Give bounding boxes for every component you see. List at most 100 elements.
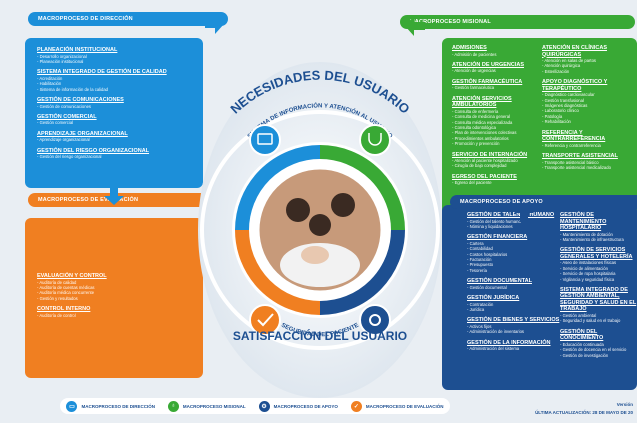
evaluacion-list: EVALUACIÓN Y CONTROLAuditoría de calidad… xyxy=(37,268,197,318)
section-title: ATENCIÓN EN CLÍNICAS QUIRÚRGICAS xyxy=(542,45,607,58)
section-title: CONTROL INTERNO xyxy=(37,306,91,313)
satisfaccion-title: SATISFACCIÓN DEL USUARIO xyxy=(233,328,407,343)
section-title: GESTIÓN DOCUMENTAL xyxy=(467,278,532,285)
section-title: APOYO DIAGNÓSTICO Y TERAPÉUTICO xyxy=(542,79,608,92)
legend-item: ♁MACROPROCESO MISIONAL xyxy=(167,400,246,412)
list-item: Admisión de pacientes xyxy=(452,52,542,57)
list-item: Gestión del riesgo organizacional xyxy=(37,154,197,159)
list-item: Gestión de docencia en el servicio xyxy=(560,347,637,352)
list-item: Administración de inventarios xyxy=(467,329,562,334)
list-item: Diagnóstico cardiovascular xyxy=(542,92,634,97)
misional-panel: ADMISIONESAdmisión de pacientesATENCIÓN … xyxy=(442,38,637,221)
list-item: Administración del sistema xyxy=(467,346,562,351)
legend-bar: ▭MACROPROCESO DE DIRECCIÓN♁MACROPROCESO … xyxy=(60,398,450,414)
list-item: Transporte asistencial medicalizado xyxy=(542,165,634,170)
list-item: Habilitación xyxy=(37,81,197,86)
check-icon xyxy=(249,304,281,336)
list-item: Consulta de medicina general xyxy=(452,114,542,119)
list-item: Consulta odontológica xyxy=(452,125,542,130)
list-item: Cirugía de bajo complejidad xyxy=(452,163,542,168)
outer-ring xyxy=(200,110,440,350)
direccion-list: PLANEACIÓN INSTITUCIONALDesarrollo organ… xyxy=(37,42,197,160)
list-item: Atención al paciente hospitalizado xyxy=(452,158,542,163)
stethoscope-icon xyxy=(359,124,391,156)
section-title: GESTIÓN DE TALENTO HUMANO xyxy=(467,212,555,218)
section-title: TRANSPORTE ASISTENCIAL xyxy=(542,153,618,160)
list-item: Gestión transfusional xyxy=(542,98,634,103)
list-item: Sistema de información de la calidad xyxy=(37,87,197,92)
stethoscope-icon: ♁ xyxy=(167,400,179,412)
list-item: Transporte asistencial básico xyxy=(542,160,634,165)
list-item: Vigilancia y seguridad física xyxy=(560,277,637,282)
list-item: Contabilidad xyxy=(467,246,562,251)
list-item: Atención de urgencias xyxy=(452,68,542,73)
section-title: SISTEMA INTEGRADO DE GESTIÓN AMBIENTAL, … xyxy=(560,286,637,313)
list-item: Servicio de ropa hospitalaria xyxy=(560,271,637,276)
list-item: Seguridad y salud en el trabajo xyxy=(560,318,637,323)
section-title: SISTEMA INTEGRADO DE GESTIÓN DE CALIDAD xyxy=(37,69,167,76)
list-item: Laboratorio clínico xyxy=(542,108,634,113)
section-title: GESTIÓN DE COMUNICACIONES xyxy=(37,97,124,104)
section-title: APRENDIZAJE ORGANIZACIONAL xyxy=(37,130,128,137)
apoyo-header: MACROPROCESO DE APOYO xyxy=(450,195,637,209)
list-item: Servicio de alimentación xyxy=(560,266,637,271)
section-title: GESTIÓN DE BIENES Y SERVICIOS xyxy=(467,317,560,324)
section-title: GESTIÓN COMERCIAL xyxy=(37,113,97,120)
evaluacion-header: MACROPROCESO DE EVALUACIÓN xyxy=(28,193,228,207)
apoyo-panel: GESTIÓN DE TALENTO HUMANOGestión del tal… xyxy=(442,205,637,390)
list-item: Planeación institucional xyxy=(37,59,197,64)
evaluacion-panel: EVALUACIÓN Y CONTROLAuditoría de calidad… xyxy=(25,218,203,378)
misional-arc xyxy=(319,145,405,231)
section-title: GESTIÓN FARMACÉUTICA xyxy=(452,78,523,85)
list-item: Gestión de investigación xyxy=(560,353,637,358)
list-item: Jurídica xyxy=(467,307,562,312)
gear-icon: ⚙ xyxy=(258,400,270,412)
list-item: Plan de intervenciones colectivas xyxy=(452,130,542,135)
section-title: ATENCIÓN DE URGENCIAS xyxy=(452,61,525,68)
section-title: ADMISIONES xyxy=(452,45,487,51)
list-item: Atención quirúrgica xyxy=(542,63,634,68)
legend-label: MACROPROCESO DE EVALUACIÓN xyxy=(365,403,444,409)
arrow-right-icon xyxy=(205,14,224,34)
misional-header: MACROPROCESO MISIONAL xyxy=(400,15,635,29)
list-item: Gestión y resultados xyxy=(37,296,197,301)
list-item: Activos fijos xyxy=(467,324,562,329)
list-item: Atención en salas de partos xyxy=(542,58,634,63)
list-item: Procedimientos ambulatorios xyxy=(452,136,542,141)
list-item: Consulta de enfermería xyxy=(452,109,542,114)
list-item: Consulta médica especializada xyxy=(452,120,542,125)
section-title: EGRESO DEL PACIENTE xyxy=(452,173,517,180)
list-item: Aseo de instalaciones físicas xyxy=(560,260,637,265)
legend-label: MACROPROCESO MISIONAL xyxy=(182,403,246,409)
list-item: Mantenimiento de dotación xyxy=(560,232,637,237)
list-item: Costos hospitalarios xyxy=(467,252,562,257)
direccion-arc xyxy=(235,145,321,231)
list-item: Gestión del talento humano xyxy=(467,219,562,224)
list-item: Desarrollo organizacional xyxy=(37,54,197,59)
list-item: Acreditación xyxy=(37,76,197,81)
legend-label: MACROPROCESO DE APOYO xyxy=(273,403,338,409)
arrow-up-icon xyxy=(514,204,534,222)
footer-update: ÚLTIMA ACTUALIZACIÓN: 28 DE MAYO DE 20 xyxy=(535,410,633,415)
section-title: REFERENCIA Y CONTRARREFERENCIA xyxy=(542,129,606,143)
direccion-panel: PLANEACIÓN INSTITUCIONALDesarrollo organ… xyxy=(25,38,203,188)
apoyo-col1: GESTIÓN DE TALENTO HUMANOGestión del tal… xyxy=(467,207,562,352)
center-diagram: NECESIDADES DEL USUARIO SISTEMA DE INFOR… xyxy=(198,62,442,398)
list-item: Tesorería xyxy=(467,268,562,273)
section-title: GESTIÓN DE LA INFORMACIÓN xyxy=(467,339,551,346)
list-item: Auditoría de control xyxy=(37,313,197,318)
list-item: Auditoría de calidad xyxy=(37,280,197,285)
list-item: Aprendizaje organizacional xyxy=(37,137,197,142)
list-item: Gestión farmacéutica xyxy=(452,85,542,90)
section-title: EVALUACIÓN Y CONTROL xyxy=(37,273,107,279)
evaluacion-arc xyxy=(235,229,321,315)
section-title: SERVICIO DE INTERNACIÓN xyxy=(452,151,528,158)
list-item: Esterilización xyxy=(542,69,634,74)
list-item: Gestión comercial xyxy=(37,120,197,125)
apoyo-arc xyxy=(319,229,405,315)
list-item: Referencia y contrarreferencia xyxy=(542,143,634,148)
gear-icon xyxy=(359,304,391,336)
section-title: ATENCIÓN SERVICIOS AMBULATORIOS xyxy=(452,95,512,109)
list-item: Imágenes diagnósticas xyxy=(542,103,634,108)
